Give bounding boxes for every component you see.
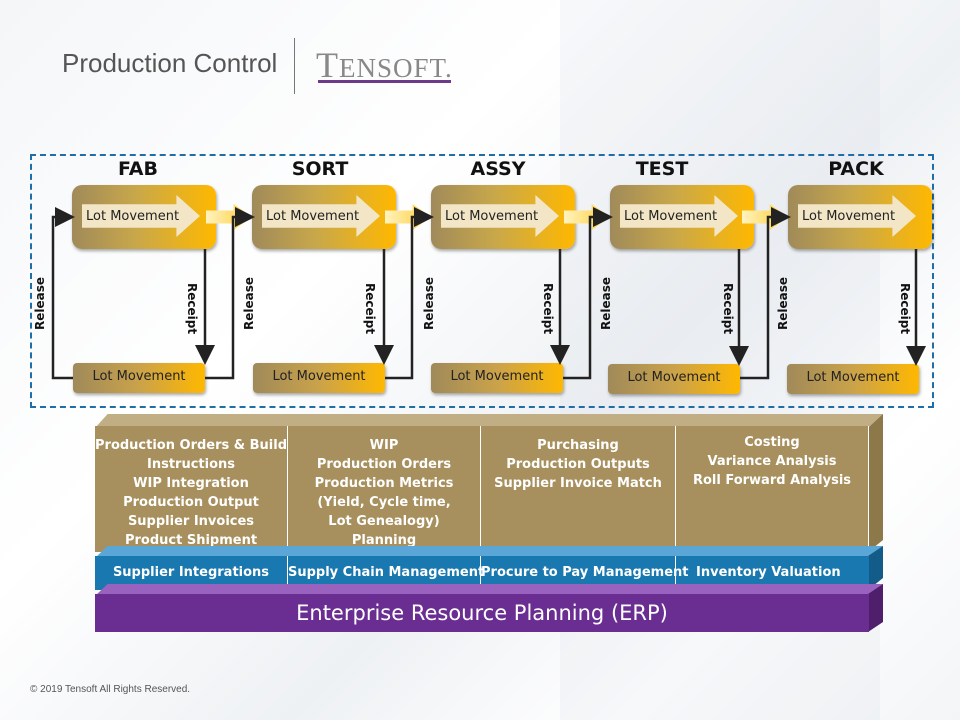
test-lot-movement: Lot Movement bbox=[610, 185, 754, 249]
test-release-label: Release bbox=[599, 276, 613, 330]
module-production: Production Orders & Build Instructions W… bbox=[95, 426, 288, 552]
pack-receipt-label: Receipt bbox=[898, 283, 912, 335]
supplier-integrations: Supplier Integrations bbox=[95, 556, 288, 590]
stage-title-fab: FAB bbox=[118, 158, 158, 180]
fab-release-label: Release bbox=[33, 276, 47, 330]
test-bottom-lot-movement: Lot Movement bbox=[608, 364, 740, 394]
assy-receipt-label: Receipt bbox=[541, 283, 555, 335]
module-purchasing: Purchasing Production Outputs Supplier I… bbox=[481, 426, 676, 552]
sort-lot-movement: Lot Movement bbox=[252, 185, 396, 249]
assy-release-label: Release bbox=[422, 276, 436, 330]
module-costing: Costing Variance Analysis Roll Forward A… bbox=[676, 426, 869, 552]
copyright-footer: © 2019 Tensoft All Rights Reserved. bbox=[30, 684, 191, 695]
modules-side-face bbox=[868, 414, 883, 552]
integration-side-face bbox=[868, 546, 883, 590]
erp-side-face bbox=[868, 584, 883, 632]
stage-title-assy: ASSY bbox=[470, 158, 526, 180]
modules-top-face bbox=[95, 414, 883, 428]
pack-lot-movement: Lot Movement bbox=[788, 185, 932, 249]
test-receipt-label: Receipt bbox=[721, 283, 735, 335]
stage-title-pack: PACK bbox=[828, 158, 884, 180]
stage-title-test: TEST bbox=[635, 158, 689, 180]
sort-bottom-lot-movement: Lot Movement bbox=[253, 363, 385, 393]
stage-title-sort: SORT bbox=[291, 158, 349, 180]
inventory-valuation: Inventory Valuation bbox=[696, 565, 841, 580]
sort-receipt-label: Receipt bbox=[363, 283, 377, 335]
integration-top-face bbox=[95, 546, 883, 558]
fab-lot-movement: Lot Movement bbox=[72, 185, 216, 249]
logo-underline bbox=[318, 80, 451, 83]
assy-bottom-lot-movement: Lot Movement bbox=[431, 363, 563, 393]
fab-bottom-lot-movement: Lot Movement bbox=[73, 363, 205, 393]
process-flow-frame bbox=[30, 154, 934, 408]
supply-chain-management: Supply Chain Management bbox=[288, 556, 484, 590]
fab-receipt-label: Receipt bbox=[185, 283, 199, 335]
pack-release-label: Release bbox=[776, 276, 790, 330]
title-divider bbox=[294, 38, 295, 94]
module-wip: WIP Production Orders Production Metrics… bbox=[288, 426, 481, 552]
tensoft-logo: TENSOFT. bbox=[316, 45, 453, 85]
assy-lot-movement: Lot Movement bbox=[431, 185, 575, 249]
pack-bottom-lot-movement: Lot Movement bbox=[787, 364, 919, 394]
sort-release-label: Release bbox=[242, 276, 256, 330]
erp-top-face bbox=[95, 584, 883, 596]
procure-to-pay-management: Procure to Pay Management bbox=[481, 556, 689, 590]
erp-bar: Enterprise Resource Planning (ERP) bbox=[95, 594, 869, 632]
page-title: Production Control bbox=[62, 48, 278, 78]
